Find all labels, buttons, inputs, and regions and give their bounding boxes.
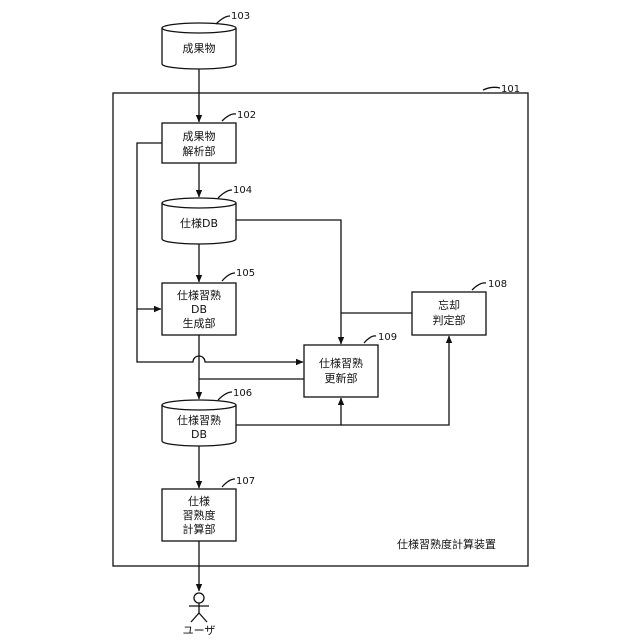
ref-106: 106: [233, 388, 252, 399]
proficiency-db-gen-label-2: DB: [191, 303, 207, 316]
device-label: 仕様習熟度計算装置: [397, 537, 496, 551]
ref-105: 105: [236, 268, 255, 279]
spec-db-label: 仕様DB: [180, 216, 218, 230]
forgetting-judge-label-1: 忘却: [438, 298, 460, 312]
proficiency-db-gen-label-1: 仕様習熟: [177, 288, 221, 302]
ref-108: 108: [488, 279, 507, 290]
proficiency-update-box: [304, 345, 378, 397]
proficiency-calc-label-2: 習熟度: [183, 508, 216, 522]
ref-102: 102: [237, 110, 256, 121]
user-label: ユーザ: [183, 624, 216, 637]
ref-103: 103: [231, 11, 250, 22]
proficiency-calc-label-3: 計算部: [183, 522, 216, 536]
proficiency-update-label-1: 仕様習熟: [319, 356, 363, 370]
proficiency-update-label-2: 更新部: [325, 371, 358, 385]
deliverable-analyzer-label-2: 解析部: [183, 144, 216, 158]
ref-107: 107: [236, 476, 255, 487]
user-icon: [189, 593, 209, 622]
deliverable-label: 成果物: [183, 41, 216, 55]
proficiency-db-label-1: 仕様習熟: [177, 413, 221, 427]
proficiency-db-gen-label-3: 生成部: [183, 316, 216, 330]
forgetting-judge-label-2: 判定部: [433, 313, 466, 327]
deliverable-analyzer-label-1: 成果物: [183, 129, 216, 143]
ref-104: 104: [233, 185, 252, 196]
ref-109: 109: [378, 332, 397, 343]
proficiency-calc-label-1: 仕様: [188, 494, 210, 508]
ref-leader-101: [483, 87, 500, 90]
ref-leader-103: [216, 16, 230, 24]
proficiency-db-label-2: DB: [191, 428, 207, 441]
ref-101: 101: [501, 84, 520, 95]
